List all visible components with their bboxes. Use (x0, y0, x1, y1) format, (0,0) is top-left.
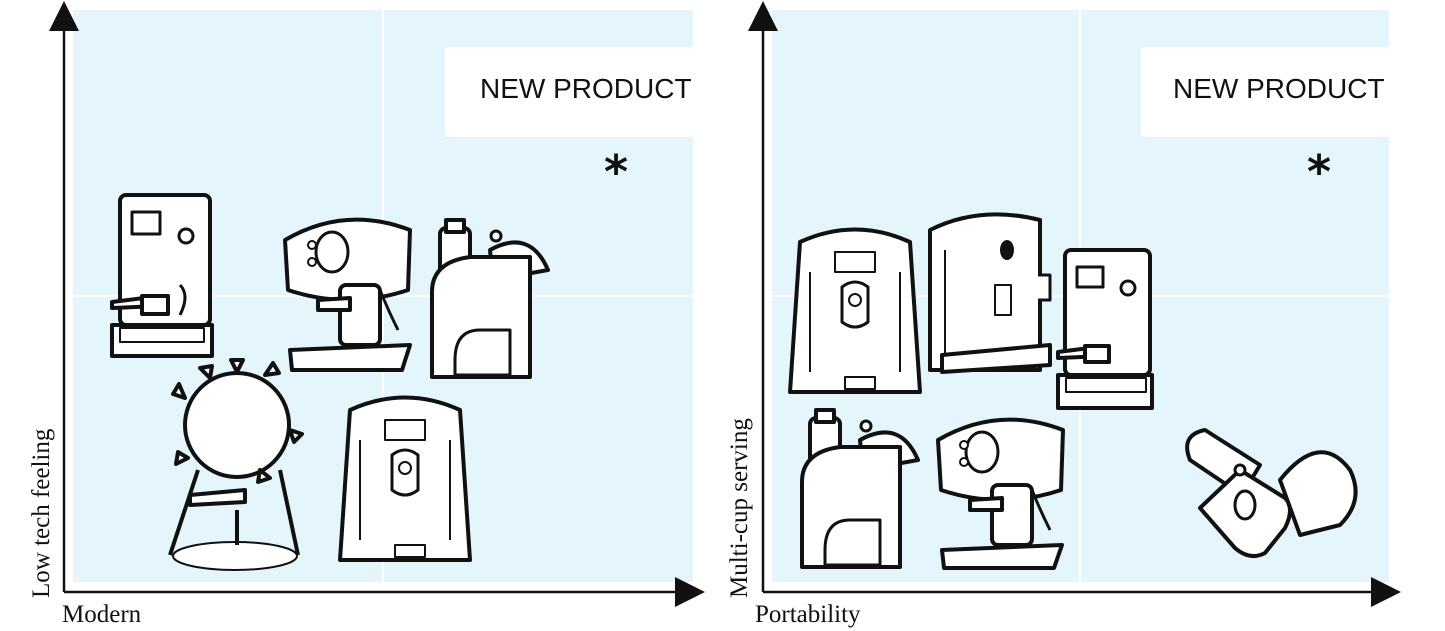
bean-to-cup-machine-icon (930, 214, 1050, 372)
new-product-marker: * (1307, 149, 1331, 195)
espresso-machine-icon (112, 195, 212, 356)
new-product-marker: * (604, 149, 628, 195)
automatic-coffee-maker-icon (340, 398, 470, 561)
left-positioning-map: NEW PRODUCT * Modern Low tech feeling (0, 0, 720, 631)
compact-espresso-icon (285, 220, 410, 370)
espresso-machine-icon (1058, 250, 1152, 408)
automatic-coffee-maker-icon (790, 230, 920, 393)
new-product-label: NEW PRODUCT (1173, 73, 1385, 105)
right-positioning-map: NEW PRODUCT * Portability Multi-cup serv… (720, 0, 1445, 631)
x-axis-label: Portability (755, 601, 861, 629)
y-axis-label: Low tech feeling (28, 429, 56, 598)
new-product-label: NEW PRODUCT (480, 73, 692, 105)
x-axis-label: Modern (62, 601, 141, 629)
y-axis-label: Multi-cup serving (726, 418, 754, 598)
